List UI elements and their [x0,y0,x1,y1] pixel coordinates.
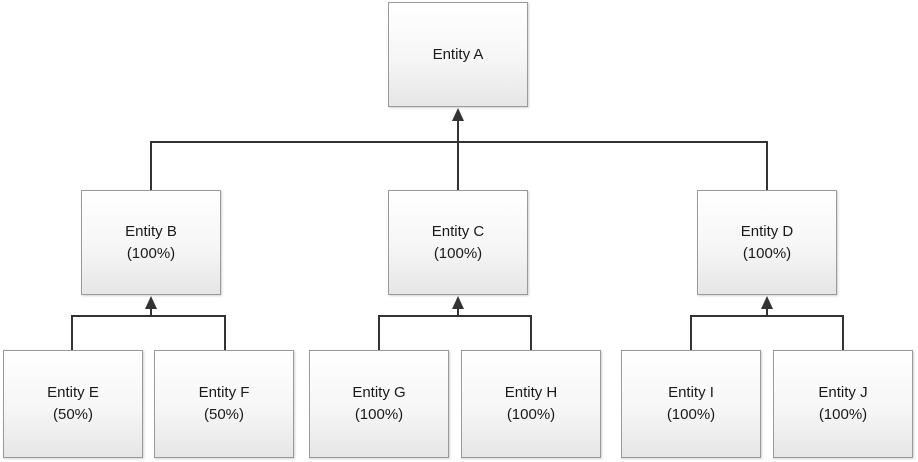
ownership-share: (100%) [354,406,404,423]
connector-e-b [71,315,226,350]
entity-name: Entity B [125,222,177,240]
entity-name: Entity A [432,45,484,63]
arrow-up-icon [452,108,464,121]
entity-f-box: Entity F (50%) [154,350,294,458]
ownership-share: (100%) [666,406,716,423]
entity-name: Entity D [740,222,794,240]
ownership-share: (100%) [818,406,868,423]
entity-name: Entity C [431,222,485,240]
entity-name: Entity G [352,384,406,401]
entity-name: Entity F [198,384,250,401]
ownership-share: (50%) [203,406,244,423]
entity-name: Entity I [668,384,714,401]
connector-d-a [458,141,768,190]
ownership-share: (100%) [742,244,792,262]
entity-e-box: Entity E (50%) [3,350,143,458]
ownership-share: (100%) [126,244,176,262]
ownership-share: (100%) [506,406,556,423]
entity-name: Entity E [47,384,99,401]
ownership-share: (100%) [433,244,483,262]
entity-name: Entity H [504,384,558,401]
connector-i-d [690,315,844,350]
entity-j-box: Entity J (100%) [773,350,913,458]
entity-name: Entity J [818,384,868,401]
arrow-up-icon [761,296,773,309]
entity-a-box: Entity A [388,2,528,107]
ownership-share: (50%) [52,406,93,423]
arrow-up-icon [145,296,157,309]
entity-g-box: Entity G (100%) [309,350,449,458]
entity-b-box: Entity B (100%) [81,190,221,295]
arrow-up-icon [452,296,464,309]
connector-b-a [150,141,458,190]
connector-g-c [378,315,532,350]
entity-i-box: Entity I (100%) [621,350,761,458]
entity-c-box: Entity C (100%) [388,190,528,295]
entity-h-box: Entity H (100%) [461,350,601,458]
entity-d-box: Entity D (100%) [697,190,837,295]
